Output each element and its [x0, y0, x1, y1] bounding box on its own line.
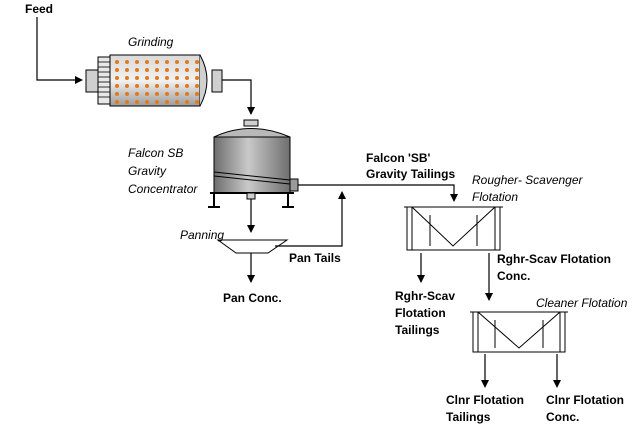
- cleaner-flotation-label: Cleaner Flotation: [536, 296, 628, 310]
- rghr-scav-conc-label-line1: Rghr-Scav Flotation: [497, 252, 612, 266]
- panning-label: Panning: [180, 228, 225, 242]
- mill-dot: [155, 92, 159, 96]
- mill-dot: [155, 84, 159, 88]
- mill-dot: [135, 100, 139, 104]
- falcon-label-line3: Concentrator: [128, 182, 198, 196]
- mill-dot: [165, 92, 169, 96]
- mill-dot: [155, 68, 159, 72]
- rghr-scav-conc-label-line2: Conc.: [497, 269, 531, 283]
- mill-dot: [135, 76, 139, 80]
- grinding-label: Grinding: [128, 35, 174, 49]
- rougher-scavenger-label-line1: Rougher- Scavenger: [472, 173, 583, 187]
- rougher-scavenger-label-line2: Flotation: [472, 190, 519, 204]
- clnr-conc-label-line2: Conc.: [546, 410, 580, 424]
- mill-dot: [165, 84, 169, 88]
- falcon-tailings-line: [298, 184, 458, 202]
- falcon-tailings-label-line2: Gravity Tailings: [366, 167, 456, 181]
- rghr-scav-tailings-label-line3: Tailings: [395, 323, 440, 337]
- mill-dot: [115, 100, 119, 104]
- mill-dot: [125, 60, 129, 64]
- mill-dot: [165, 100, 169, 104]
- grinding-mill: [85, 54, 223, 107]
- mill-dot: [175, 76, 179, 80]
- clnr-tailings-label-line2: Tailings: [446, 410, 491, 424]
- mill-dot: [145, 100, 149, 104]
- falcon-label-line1: Falcon SB: [128, 146, 184, 160]
- pan-tails-line: [275, 191, 346, 247]
- clnr-conc-label-line1: Clnr Flotation: [546, 393, 624, 407]
- mill-dot: [115, 68, 119, 72]
- mill-dot: [135, 84, 139, 88]
- cleaner-flotation-cell: [470, 311, 568, 353]
- mill-dot: [125, 92, 129, 96]
- mill-dot: [185, 76, 189, 80]
- mill-dot: [145, 92, 149, 96]
- falcon-label-line2: Gravity: [128, 164, 167, 178]
- mill-dot: [175, 92, 179, 96]
- mill-dot: [115, 60, 119, 64]
- mill-dot: [125, 76, 129, 80]
- rghr-scav-tailings-label-line2: Flotation: [395, 306, 446, 320]
- clnr-tailings-label-line1: Clnr Flotation: [446, 393, 524, 407]
- rougher-scavenger-cell: [404, 206, 503, 251]
- mill-dot: [155, 60, 159, 64]
- pan-tails-label: Pan Tails: [289, 251, 341, 265]
- feed-stream-line: [36, 17, 83, 84]
- mill-dot: [115, 92, 119, 96]
- mill-dot: [115, 76, 119, 80]
- mill-dot: [185, 92, 189, 96]
- mill-dot: [175, 60, 179, 64]
- mill-dot: [195, 100, 199, 104]
- mill-dot: [135, 92, 139, 96]
- mill-dot: [185, 60, 189, 64]
- mill-dot: [185, 100, 189, 104]
- mill-discharge-line: [222, 79, 255, 115]
- mill-dot: [155, 100, 159, 104]
- mill-dot: [135, 60, 139, 64]
- mill-dot: [195, 92, 199, 96]
- mill-dot: [195, 76, 199, 80]
- pan-conc-label: Pan Conc.: [223, 291, 282, 305]
- mill-dot: [125, 84, 129, 88]
- mill-dot: [185, 84, 189, 88]
- mill-dot: [175, 68, 179, 72]
- mill-dot: [185, 68, 189, 72]
- mill-dot: [175, 100, 179, 104]
- mill-dot: [175, 84, 179, 88]
- rghr-scav-tailings-label-line1: Rghr-Scav: [395, 289, 456, 303]
- feed-label: Feed: [25, 2, 54, 16]
- mill-dot: [145, 60, 149, 64]
- mill-dot: [145, 68, 149, 72]
- mill-dot: [115, 84, 119, 88]
- falcon-concentrator-vessel: [208, 119, 299, 208]
- falcon-tailings-label-line1: Falcon 'SB': [366, 151, 431, 165]
- mill-dot: [145, 84, 149, 88]
- mill-dot: [155, 76, 159, 80]
- mill-dot: [195, 68, 199, 72]
- mill-dot: [165, 68, 169, 72]
- mill-dot: [125, 100, 129, 104]
- mill-dot: [145, 76, 149, 80]
- mill-dot: [165, 60, 169, 64]
- mill-dot: [195, 60, 199, 64]
- mill-dot: [165, 76, 169, 80]
- mill-dot: [135, 68, 139, 72]
- mill-dot: [195, 84, 199, 88]
- mill-dot: [125, 68, 129, 72]
- panning-unit: [216, 239, 289, 254]
